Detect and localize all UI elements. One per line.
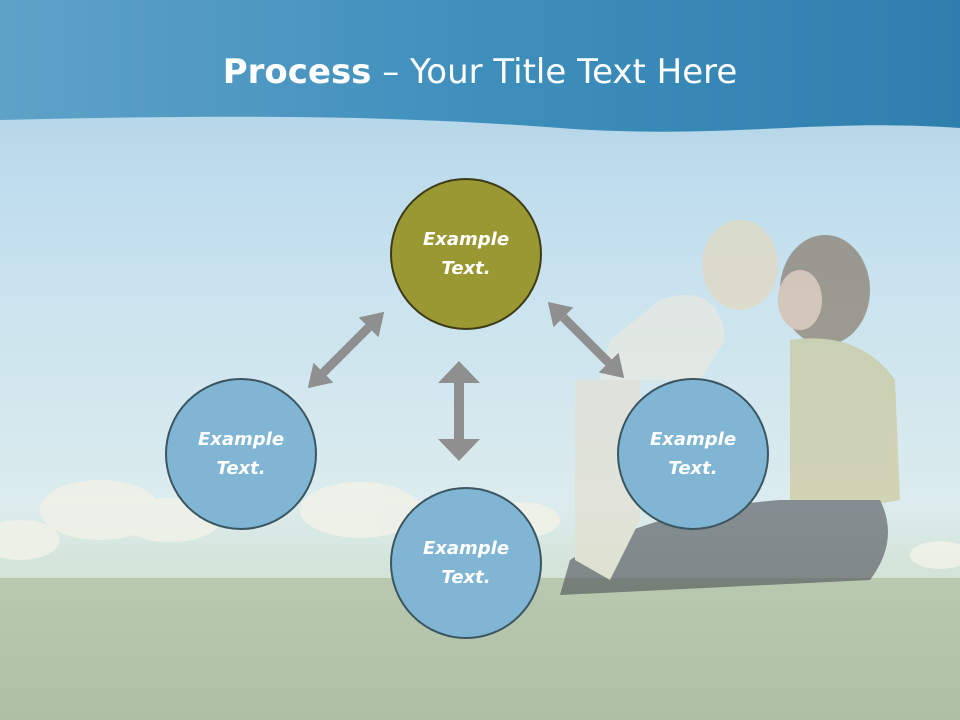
connector-arrows [307,301,625,461]
title-bold: Process [222,52,372,92]
node-label: Example Text. [649,429,737,479]
header-wave [0,0,960,132]
process-node-bottom[interactable]: Example Text. [390,487,542,639]
node-label: Example Text. [422,538,510,588]
slide-title: Process – Your Title Text Here [0,52,960,92]
process-node-top[interactable]: Example Text. [390,178,542,330]
process-node-left[interactable]: Example Text. [165,378,317,530]
node-label: Example Text. [197,429,285,479]
process-node-right[interactable]: Example Text. [617,378,769,530]
title-rest: – Your Title Text Here [371,52,738,92]
node-label: Example Text. [422,229,510,279]
